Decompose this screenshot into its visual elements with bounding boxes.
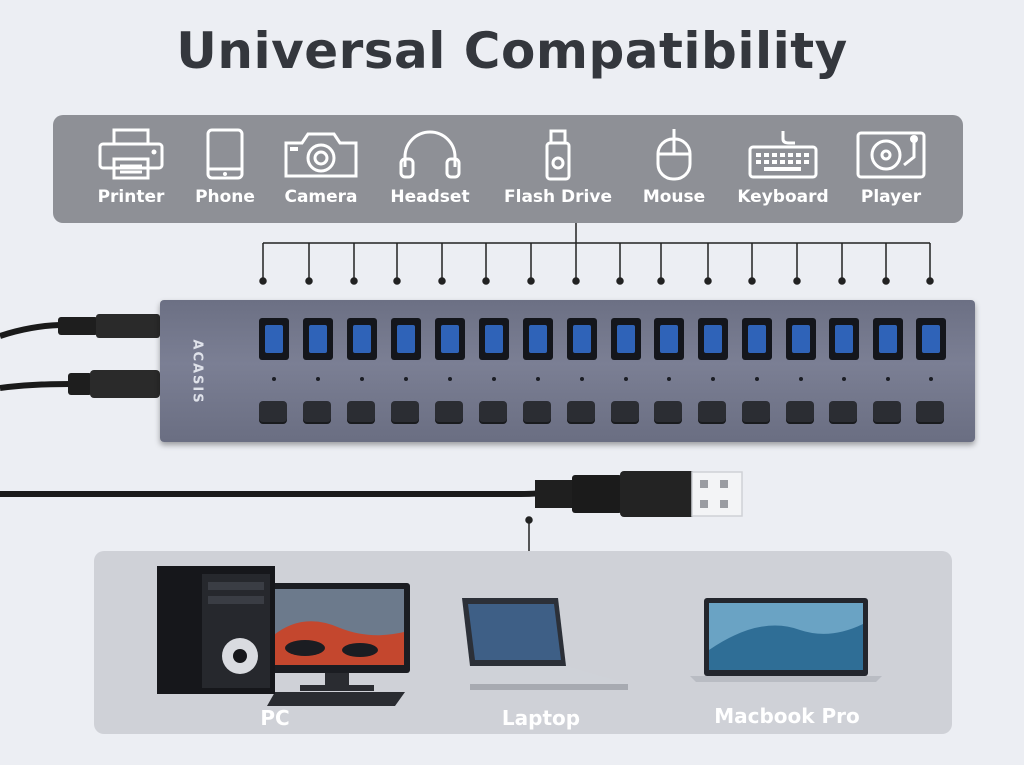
printer-icon	[98, 128, 164, 180]
host-label-pc: PC	[260, 706, 290, 730]
port-switch	[347, 401, 375, 424]
port-led	[929, 377, 933, 381]
port-switch	[479, 401, 507, 424]
device-label-keyboard: Keyboard	[737, 187, 829, 207]
device-label-camera: Camera	[284, 187, 358, 207]
usb-port	[259, 318, 289, 360]
port-switch	[786, 401, 814, 424]
camera-icon	[284, 132, 358, 178]
device-camera: Camera	[266, 127, 376, 207]
usb-port	[786, 318, 816, 360]
flash-drive-icon	[545, 129, 571, 181]
port-switch	[303, 401, 331, 424]
device-label-flash-drive: Flash Drive	[504, 187, 612, 207]
host-label-laptop: Laptop	[501, 706, 581, 730]
device-label-headset: Headset	[390, 187, 470, 207]
usb-port	[435, 318, 465, 360]
usb-port	[567, 318, 597, 360]
port-switch	[873, 401, 901, 424]
device-label-player: Player	[860, 187, 922, 207]
device-headset: Headset	[375, 127, 485, 207]
port-led	[360, 377, 364, 381]
host-label-macbook-pro: Macbook Pro	[714, 704, 860, 728]
usb-port	[303, 318, 333, 360]
usb-port	[873, 318, 903, 360]
device-player: Player	[836, 127, 946, 207]
record-player-icon	[856, 131, 926, 179]
usb-port	[523, 318, 553, 360]
device-printer: Printer	[76, 127, 186, 207]
usb-port	[829, 318, 859, 360]
device-label-mouse: Mouse	[642, 187, 706, 207]
port-switch	[435, 401, 463, 424]
port-switch	[391, 401, 419, 424]
device-panel	[53, 115, 963, 223]
port-led	[492, 377, 496, 381]
port-switch	[654, 401, 682, 424]
headset-icon	[399, 130, 461, 179]
usb-port	[742, 318, 772, 360]
device-keyboard: Keyboard	[728, 127, 838, 207]
usb-port	[916, 318, 946, 360]
usb-port	[391, 318, 421, 360]
device-phone: Phone	[170, 127, 280, 207]
page-title: Universal Compatibility	[176, 22, 848, 80]
port-led	[272, 377, 276, 381]
port-led	[842, 377, 846, 381]
usb-port	[654, 318, 684, 360]
device-mouse: Mouse	[619, 127, 729, 207]
port-switch	[698, 401, 726, 424]
usb-port	[347, 318, 377, 360]
port-led	[886, 377, 890, 381]
phone-icon	[206, 128, 244, 180]
port-switch	[567, 401, 595, 424]
port-led	[799, 377, 803, 381]
port-switch	[829, 401, 857, 424]
port-switch	[259, 401, 287, 424]
port-switch	[523, 401, 551, 424]
port-led	[755, 377, 759, 381]
usb-port	[611, 318, 641, 360]
device-label-printer: Printer	[97, 187, 165, 207]
port-led	[404, 377, 408, 381]
mouse-icon	[656, 129, 692, 181]
port-led	[711, 377, 715, 381]
usb-port	[698, 318, 728, 360]
usb-port	[479, 318, 509, 360]
device-flash-drive: Flash Drive	[503, 127, 613, 207]
port-led	[624, 377, 628, 381]
port-led	[580, 377, 584, 381]
port-switch	[916, 401, 944, 424]
port-led	[316, 377, 320, 381]
port-led	[536, 377, 540, 381]
device-label-phone: Phone	[195, 187, 255, 207]
port-led	[667, 377, 671, 381]
keyboard-icon	[748, 131, 818, 179]
port-switch	[742, 401, 770, 424]
port-led	[448, 377, 452, 381]
port-switch	[611, 401, 639, 424]
